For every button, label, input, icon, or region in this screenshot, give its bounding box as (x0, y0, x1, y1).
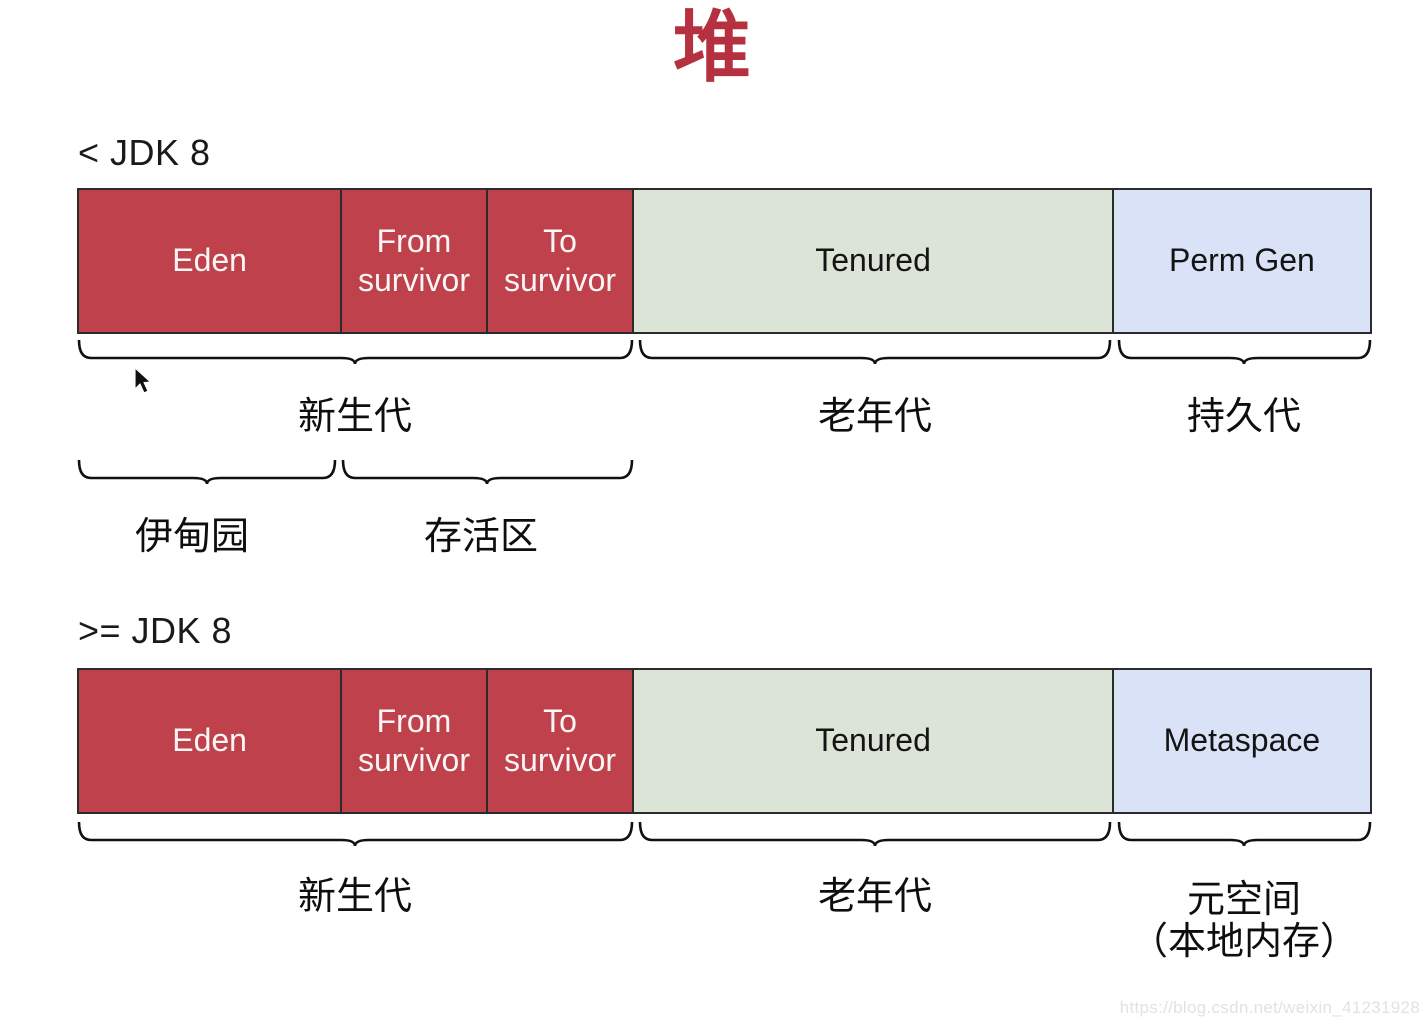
watermark: https://blog.csdn.net/weixin_41231928 (1119, 998, 1420, 1017)
memory-cell-eden-label: Eden (172, 242, 247, 279)
memory-cell-perm-gen-label: Perm Gen (1168, 242, 1315, 279)
memory-cell-to-survivor-2-label: To survivor (504, 702, 616, 780)
brace-caption-survivor-cn: 存活区 (423, 516, 539, 558)
version-label-jdk8-plus: >= JDK 8 (78, 610, 233, 651)
mouse-cursor-icon (133, 367, 153, 395)
brace-caption-perm-generation-pre-jdk8: 持久代 (1186, 396, 1302, 438)
brace-young-generation-pre-jdk8 (77, 338, 634, 364)
to-survivor-2-line2: survivor (504, 742, 617, 778)
from-survivor-2-line1: From (376, 702, 452, 739)
memory-cell-from-survivor-2-label: From survivor (358, 702, 470, 780)
brace-caption-metaspace-cn-line2: （本地内存） (1129, 920, 1359, 963)
brace-metaspace-cn (1117, 820, 1372, 846)
to-survivor-line1: To (543, 222, 577, 259)
memory-cell-tenured-2-label: Tenured (815, 722, 931, 759)
brace-caption-metaspace-cn-line1: 元空间 (1186, 879, 1302, 921)
from-survivor-line1: From (376, 222, 452, 259)
page-title: 堆 (672, 3, 753, 91)
memory-cell-eden-2-label: Eden (172, 722, 247, 759)
brace-old-generation-jdk8-plus (638, 820, 1112, 846)
brace-caption-young-generation-pre-jdk8: 新生代 (297, 396, 413, 438)
memory-cell-from-survivor-label: From survivor (358, 222, 470, 300)
brace-old-generation-pre-jdk8 (638, 338, 1112, 364)
from-survivor-2-line2: survivor (357, 742, 470, 778)
memory-cell-to-survivor-2[interactable]: To survivor (487, 670, 635, 812)
brace-perm-generation-pre-jdk8 (1117, 338, 1372, 364)
memory-cell-metaspace-label: Metaspace (1163, 722, 1321, 759)
brace-caption-old-generation-jdk8-plus: 老年代 (817, 876, 933, 918)
to-survivor-line2: survivor (504, 262, 617, 298)
memory-cell-tenured-label: Tenured (815, 242, 931, 279)
brace-young-generation-jdk8-plus (77, 820, 634, 846)
memory-cell-from-survivor[interactable]: From survivor (342, 190, 488, 332)
brace-caption-young-generation-jdk8-plus: 新生代 (297, 876, 413, 918)
memory-cell-metaspace[interactable]: Metaspace (1113, 670, 1370, 812)
memory-cell-to-survivor-label: To survivor (504, 222, 616, 300)
brace-eden-cn (77, 458, 337, 484)
brace-caption-metaspace-cn: 元空间 （本地内存） (1129, 879, 1359, 964)
from-survivor-line2: survivor (357, 262, 470, 298)
memory-bar-jdk8-plus: Eden From survivor To survivor Tenured M… (77, 668, 1372, 814)
memory-cell-tenured[interactable]: Tenured (634, 190, 1114, 332)
memory-bar-pre-jdk8: Eden From survivor To survivor Tenured P… (77, 188, 1372, 334)
brace-survivor-cn (341, 458, 634, 484)
memory-cell-tenured-2[interactable]: Tenured (634, 670, 1114, 812)
memory-cell-from-survivor-2[interactable]: From survivor (342, 670, 488, 812)
memory-cell-eden-2[interactable]: Eden (79, 670, 343, 812)
memory-cell-perm-gen[interactable]: Perm Gen (1113, 190, 1370, 332)
brace-caption-eden-cn: 伊甸园 (134, 516, 250, 558)
to-survivor-2-line1: To (543, 702, 577, 739)
version-label-pre-jdk8: < JDK 8 (78, 132, 211, 173)
memory-cell-eden[interactable]: Eden (79, 190, 343, 332)
memory-cell-to-survivor[interactable]: To survivor (487, 190, 635, 332)
brace-caption-old-generation-pre-jdk8: 老年代 (817, 396, 933, 438)
